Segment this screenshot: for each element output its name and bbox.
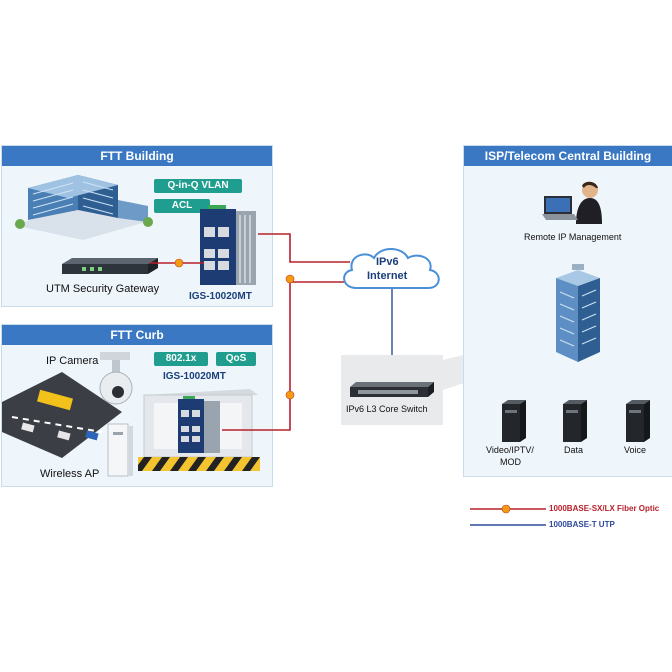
tag-acl: ACL [154, 199, 210, 213]
core-switch-label: IPv6 L3 Core Switch [346, 404, 428, 414]
server-video-icon [502, 400, 526, 442]
curb-switch-icon [178, 396, 220, 453]
server-voice-label: Voice [624, 445, 647, 455]
server-data-label: Data [564, 445, 584, 455]
industrial-switch-icon [200, 205, 256, 285]
curb-switch-model: IGS-10020MT [163, 371, 226, 382]
wireless-ap-label: Wireless AP [40, 468, 100, 480]
legend-fiber-label: 1000BASE-SX/LX Fiber Optic [549, 504, 660, 513]
server-voice-icon [626, 400, 650, 442]
ftt-curb-title: FTT Curb [2, 325, 272, 345]
legend-fiber-line [470, 504, 546, 514]
ftt-building-title: FTT Building [2, 146, 272, 166]
tag-8021x: 802.1x [154, 352, 208, 366]
server-video-label-line2: MOD [500, 457, 521, 467]
cloud-icon [343, 248, 440, 289]
ip-camera-label: IP Camera [46, 355, 99, 367]
legend-utp-label: 1000BASE-T UTP [549, 520, 615, 529]
tag-qinq-vlan: Q-in-Q VLAN [154, 179, 242, 193]
tag-qos: QoS [216, 352, 256, 366]
server-video-label: Video/IPTV/ [486, 445, 534, 455]
internet-line2: Internet [367, 270, 408, 282]
remote-management-label: Remote IP Management [524, 232, 622, 242]
road-scene-icon [2, 372, 122, 458]
ip-camera-icon [99, 352, 133, 405]
isp-title: ISP/Telecom Central Building [464, 146, 672, 166]
legend-utp-line [470, 524, 546, 526]
office-building-icon [13, 175, 153, 240]
server-data-icon [563, 400, 587, 442]
wireless-ap-icon [107, 423, 133, 477]
utm-gateway-label: UTM Security Gateway [46, 283, 160, 295]
data-center-tower-icon [556, 264, 600, 362]
internet-line1: IPv6 [376, 256, 399, 268]
remote-management-icon [542, 181, 602, 224]
utm-gateway-icon [62, 258, 158, 274]
building-switch-model: IGS-10020MT [189, 291, 252, 302]
core-switch-icon [350, 382, 434, 397]
